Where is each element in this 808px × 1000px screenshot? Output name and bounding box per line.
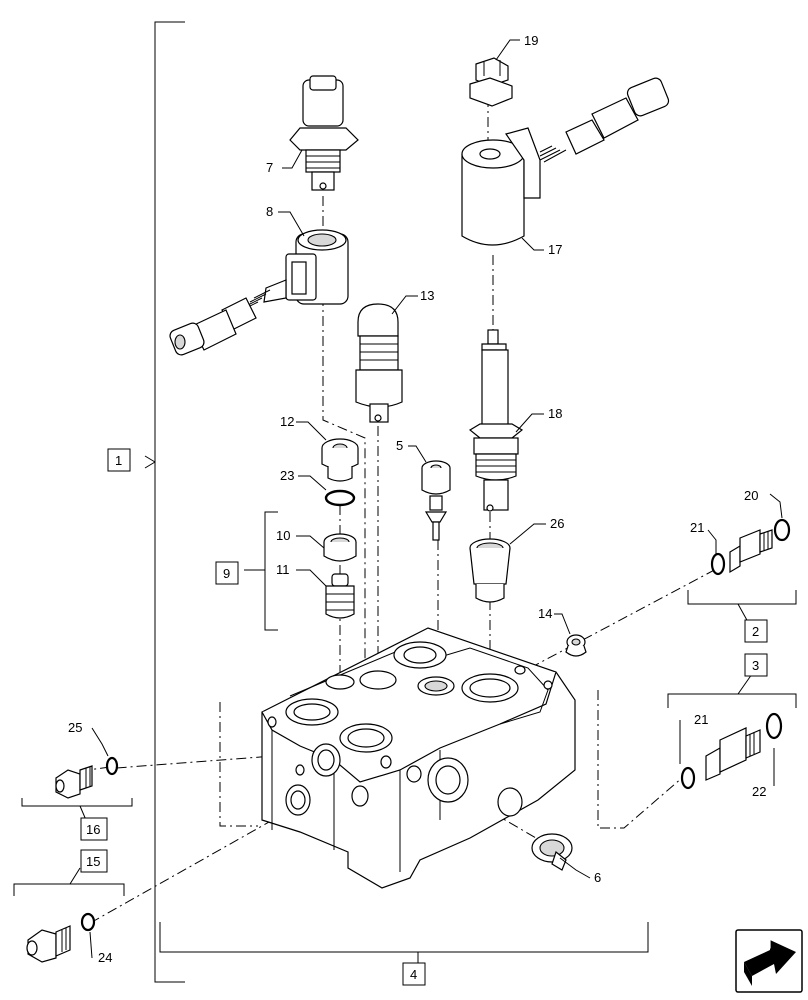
callout-12: 12	[280, 414, 294, 429]
bracket-group-16	[21, 798, 133, 821]
group-label-2: 2	[752, 624, 759, 639]
part-7-pressure-switch	[289, 75, 359, 191]
callout-20: 20	[744, 488, 758, 503]
fitting-group-15	[26, 925, 71, 963]
part-23-o-ring	[324, 489, 356, 507]
callout-23: 23	[280, 468, 294, 483]
valve-body	[261, 627, 576, 889]
leader-lines	[89, 39, 783, 959]
callout-7: 7	[266, 160, 273, 175]
bracket-group-9	[244, 511, 278, 631]
group-label-3: 3	[752, 658, 759, 673]
bracket-group-15	[13, 867, 125, 896]
part-22-o-ring	[765, 712, 783, 740]
part-6-plug	[531, 833, 573, 871]
callout-21-upper: 21	[690, 520, 704, 535]
callout-21-lower: 21	[694, 712, 708, 727]
part-14-plug	[565, 634, 587, 657]
callout-17: 17	[548, 242, 562, 257]
part-8-solenoid-coil	[169, 229, 349, 356]
callout-11: 11	[276, 562, 290, 577]
part-11-check-valve	[325, 573, 355, 619]
boxed-callouts: 1 9 2 3 16 15 4	[80, 448, 768, 986]
group-label-9: 9	[223, 566, 230, 581]
callout-14: 14	[538, 606, 552, 621]
part-17-solenoid-coil	[461, 77, 670, 246]
callout-25: 25	[68, 720, 82, 735]
callout-5: 5	[396, 438, 403, 453]
fitting-group-3	[705, 727, 761, 781]
callout-26: 26	[550, 516, 564, 531]
group-label-4: 4	[410, 967, 417, 982]
part-19-nut	[469, 57, 513, 107]
callout-24: 24	[98, 950, 112, 965]
callout-22: 22	[752, 784, 766, 799]
callout-18: 18	[548, 406, 562, 421]
callout-13: 13	[420, 288, 434, 303]
fitting-group-2	[729, 529, 773, 574]
group-label-15: 15	[86, 854, 100, 869]
part-5-needle-valve	[421, 460, 451, 541]
part-25-o-ring	[105, 756, 119, 776]
bracket-group-2	[687, 590, 797, 623]
part-13-sensor	[355, 303, 403, 423]
part-24-o-ring	[80, 912, 96, 932]
callout-19: 19	[524, 33, 538, 48]
part-10-seat	[323, 533, 357, 562]
callout-8: 8	[266, 204, 273, 219]
callout-10: 10	[276, 528, 290, 543]
part-20-o-ring	[773, 518, 791, 542]
bracket-group-4	[159, 922, 649, 965]
callout-labels: 7 8 13 19 17 18 12 23 10 11 5 26 14 20 2…	[68, 33, 766, 965]
callout-6: 6	[594, 870, 601, 885]
navigate-arrow-icon[interactable]	[735, 929, 803, 993]
part-18-spool-cartridge	[468, 329, 524, 512]
bracket-group-1	[144, 21, 185, 983]
part-21-o-ring-lower	[680, 766, 696, 790]
bracket-group-3	[667, 673, 797, 708]
part-26-sleeve	[469, 538, 511, 603]
part-12-plug	[321, 438, 359, 482]
group-label-16: 16	[86, 822, 100, 837]
group-label-1: 1	[115, 453, 122, 468]
part-21-o-ring-upper	[710, 552, 726, 576]
fitting-group-16	[55, 765, 93, 799]
